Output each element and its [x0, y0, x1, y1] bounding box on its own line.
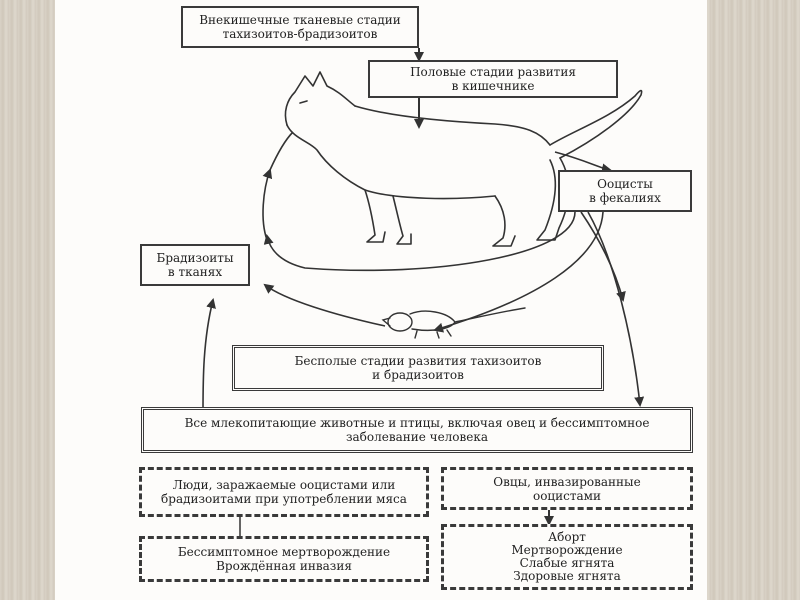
box-text: Люди, заражаемые ооцистами или — [172, 478, 396, 492]
box-bradyzoites-in-tissues: Брадизоиты в тканях — [140, 244, 250, 286]
box-text: и брадизоитов — [372, 368, 464, 382]
box-asexual-stages: Бесполые стадии развития тахизоитов и бр… — [232, 345, 604, 391]
box-text: заболевание человека — [345, 430, 489, 444]
diagram-sheet: Внекишечные тканевые стадии тахизоитов-б… — [55, 0, 707, 600]
box-text: тахизоитов-брадизоитов — [222, 27, 378, 41]
box-text: Бессимптомное мертворождение — [177, 545, 391, 559]
box-text: Бесполые стадии развития тахизоитов — [294, 354, 542, 368]
box-text: Врождённая инвазия — [216, 559, 352, 573]
box-sheep-outcome: Аборт Мертворождение Слабые ягнята Здоро… — [441, 524, 693, 590]
box-text: ооцистами — [532, 488, 601, 503]
box-text: Брадизоиты — [156, 251, 234, 265]
box-text: в тканях — [167, 265, 223, 279]
box-text: в кишечнике — [451, 79, 535, 93]
box-text: Все млекопитающие животные и птицы, вклю… — [184, 416, 650, 430]
box-text: Мертворождение — [511, 543, 623, 557]
box-all-mammals-and-birds: Все млекопитающие животные и птицы, вклю… — [141, 407, 693, 453]
box-text: Ооцисты — [597, 177, 653, 191]
mouse-illustration — [381, 307, 526, 339]
box-text: Внекишечные тканевые стадии — [199, 13, 401, 27]
box-extraintestinal-stages: Внекишечные тканевые стадии тахизоитов-б… — [181, 6, 419, 48]
box-text: Здоровые ягнята — [513, 569, 621, 583]
box-sexual-stages: Половые стадии развития в кишечнике — [368, 60, 618, 98]
box-text: в фекалиях — [589, 191, 661, 205]
box-text: Слабые ягнята — [519, 556, 615, 570]
box-people-infected: Люди, заражаемые ооцистами или брадизоит… — [139, 467, 429, 517]
diagram-graphics — [202, 48, 645, 536]
box-sheep-infected: Овцы, инвазированные ооцистами — [441, 467, 693, 510]
box-human-outcome: Бессимптомное мертворождение Врождённая … — [139, 536, 429, 582]
box-text: Овцы, инвазированные — [493, 474, 641, 489]
cat-illustration — [284, 71, 643, 247]
box-text: брадизоитами при употреблении мяса — [161, 492, 407, 506]
box-text: Аборт — [548, 530, 586, 544]
box-oocysts-in-feces: Ооцисты в фекалиях — [558, 170, 692, 212]
box-text: Половые стадии развития — [410, 65, 576, 79]
